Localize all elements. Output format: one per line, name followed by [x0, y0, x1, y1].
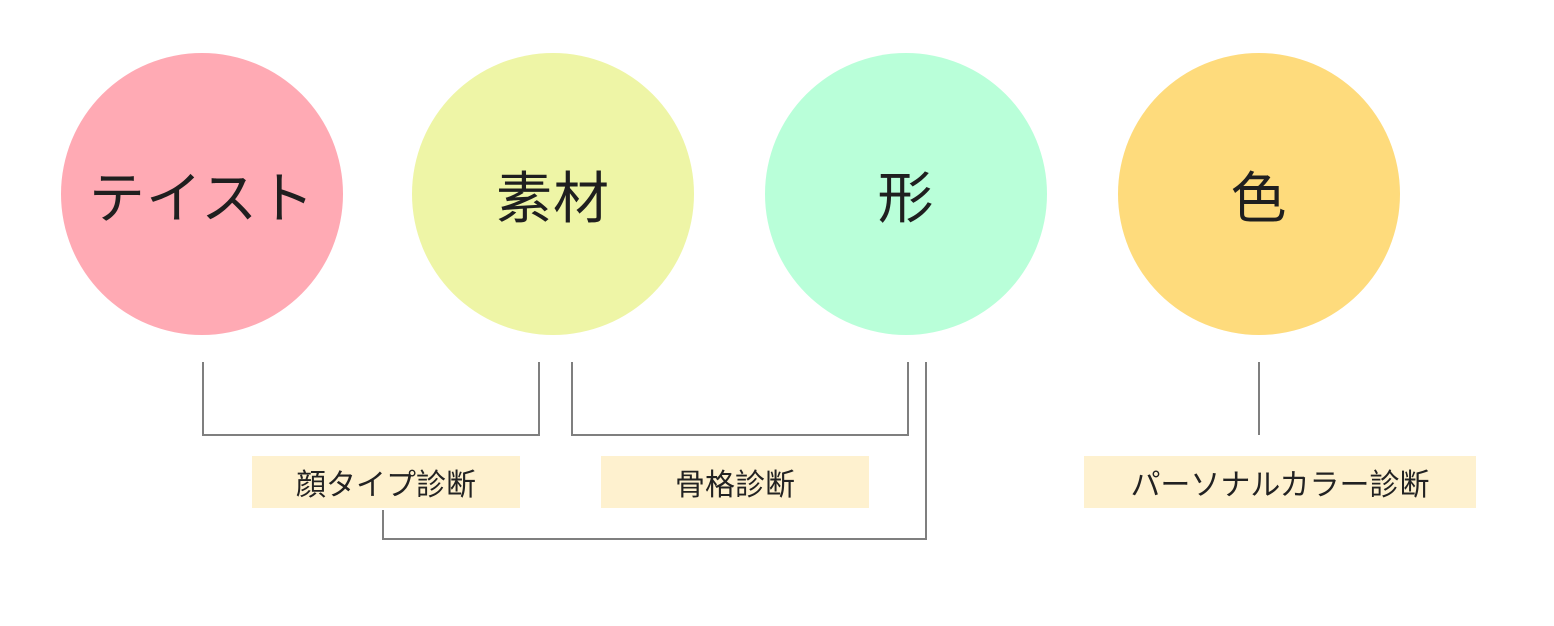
connector-face-type-shape — [382, 362, 927, 540]
circle-color: 色 — [1118, 53, 1400, 335]
circle-material: 素材 — [412, 53, 694, 335]
circle-taste-label: テイスト — [88, 166, 316, 232]
circle-shape-label: 形 — [877, 166, 935, 232]
circle-shape: 形 — [765, 53, 1047, 335]
circle-taste: テイスト — [61, 53, 343, 335]
personal-color-diagnosis-text: パーソナルカラー診断 — [1130, 468, 1430, 503]
face-type-diagnosis-label: 顔タイプ診断 — [252, 456, 520, 508]
skeleton-diagnosis-label: 骨格診断 — [601, 456, 869, 508]
circle-material-label: 素材 — [496, 166, 610, 232]
personal-color-diagnosis-label: パーソナルカラー診断 — [1084, 456, 1476, 508]
skeleton-diagnosis-text: 骨格診断 — [675, 468, 795, 503]
connector-taste-material — [202, 362, 540, 436]
circle-color-label: 色 — [1230, 166, 1288, 232]
face-type-diagnosis-text: 顔タイプ診断 — [296, 468, 476, 503]
connector-material-shape — [571, 362, 909, 436]
